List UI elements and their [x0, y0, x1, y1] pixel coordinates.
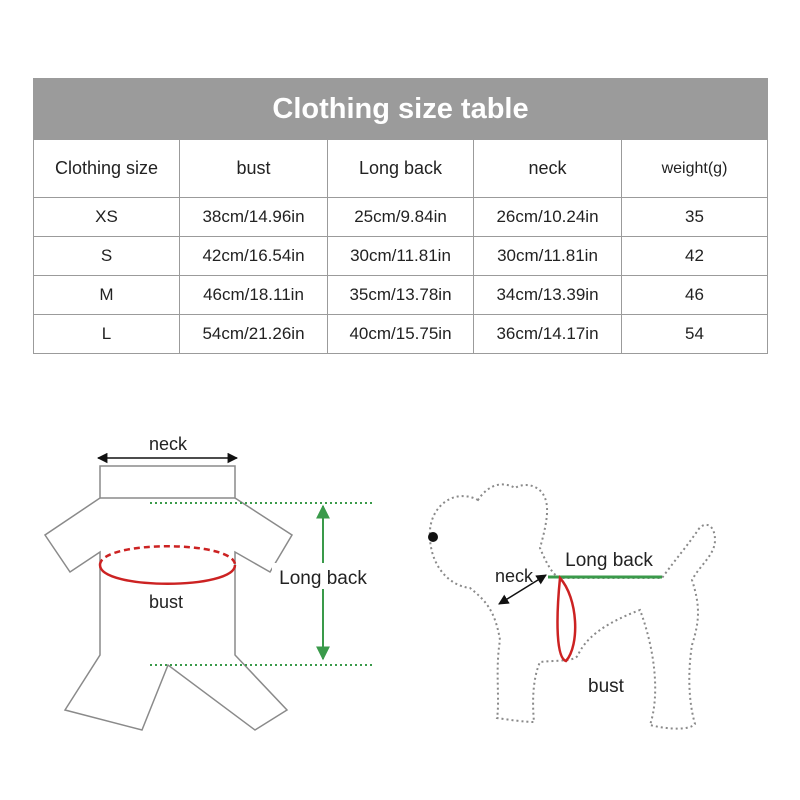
table-title: Clothing size table — [33, 78, 768, 140]
cell-long-back: 30cm/11.81in — [327, 236, 474, 276]
header-weight: weight(g) — [621, 139, 768, 198]
cell-size: M — [33, 275, 180, 315]
garment-neck-label: neck — [149, 434, 188, 454]
table-row: S 42cm/16.54in 30cm/11.81in 30cm/11.81in… — [33, 236, 768, 276]
dog-long-back-label: Long back — [565, 550, 653, 571]
garment-long-back-label-bg — [272, 563, 374, 589]
cell-size: L — [33, 314, 180, 354]
dog-bust-loop — [556, 575, 577, 663]
table-header-row: Clothing size bust Long back neck weight… — [33, 139, 768, 198]
cell-neck: 30cm/11.81in — [473, 236, 622, 276]
garment-bust-label: bust — [149, 592, 183, 612]
cell-bust: 46cm/18.11in — [179, 275, 328, 315]
cell-weight: 46 — [621, 275, 768, 315]
dog-neck-arrow — [498, 574, 547, 605]
cell-neck: 36cm/14.17in — [473, 314, 622, 354]
header-long-back: Long back — [327, 139, 474, 198]
cell-weight: 35 — [621, 197, 768, 237]
cell-size: XS — [33, 197, 180, 237]
cell-long-back: 25cm/9.84in — [327, 197, 474, 237]
cell-weight: 54 — [621, 314, 768, 354]
garment-bust-ellipse-front — [98, 564, 237, 585]
cell-weight: 42 — [621, 236, 768, 276]
header-clothing-size: Clothing size — [33, 139, 180, 198]
measurement-diagrams: neck bust Long back Long back neck bust — [43, 434, 717, 731]
table-row: XS 38cm/14.96in 25cm/9.84in 26cm/10.24in… — [33, 197, 768, 237]
garment-long-back-label: Long back — [279, 568, 367, 589]
dog-bust-label: bust — [588, 676, 625, 697]
header-bust: bust — [179, 139, 328, 198]
dog-diagram: Long back neck bust — [428, 483, 717, 730]
size-table: Clothing size table Clothing size bust L… — [33, 78, 768, 354]
table-row: L 54cm/21.26in 40cm/15.75in 36cm/14.17in… — [33, 314, 768, 354]
cell-bust: 42cm/16.54in — [179, 236, 328, 276]
dog-neck-label: neck — [495, 566, 534, 586]
cell-bust: 54cm/21.26in — [179, 314, 328, 354]
cell-neck: 34cm/13.39in — [473, 275, 622, 315]
table-row: M 46cm/18.11in 35cm/13.78in 34cm/13.39in… — [33, 275, 768, 315]
garment-diagram: neck bust Long back — [43, 434, 374, 731]
header-neck: neck — [473, 139, 622, 198]
cell-size: S — [33, 236, 180, 276]
cell-long-back: 35cm/13.78in — [327, 275, 474, 315]
dog-nose-icon — [428, 532, 438, 542]
garment-bust-ellipse-back — [98, 545, 237, 566]
cell-long-back: 40cm/15.75in — [327, 314, 474, 354]
cell-neck: 26cm/10.24in — [473, 197, 622, 237]
cell-bust: 38cm/14.96in — [179, 197, 328, 237]
